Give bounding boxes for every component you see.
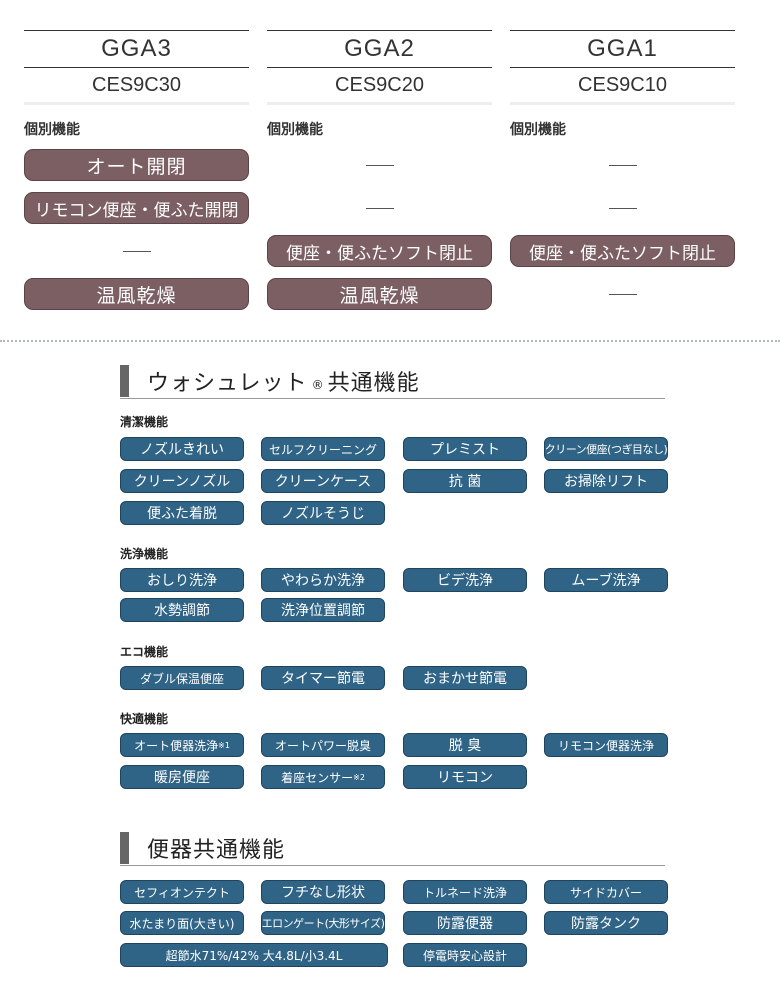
model-code: CES9C20: [267, 68, 492, 105]
toilet-section-title: 便器共通機能: [120, 831, 665, 866]
feature-chip: 防露タンク: [544, 911, 668, 935]
feature-chip: プレミスト: [403, 437, 527, 461]
feature-pill: リモコン便座・便ふた開閉: [24, 192, 249, 224]
feature-chip: クリーン便座(つぎ目なし): [544, 437, 668, 461]
not-available-dash: [608, 293, 637, 295]
feature-chip: フチなし形状: [261, 880, 385, 904]
feature-chip: おしり洗浄: [120, 568, 244, 592]
feature-chip: リモコン: [403, 765, 527, 789]
footnote-mark: ※1: [218, 740, 230, 750]
feature-chip: 超節水71%/42% 大4.8L/小3.4L: [120, 943, 388, 967]
individual-features-label: 個別機能: [267, 122, 323, 138]
feature-pill: 温風乾燥: [24, 278, 249, 310]
feature-chip: 暖房便座: [120, 765, 244, 789]
feature-chip: 水たまり面(大きい): [120, 911, 244, 935]
feature-chip: サイドカバー: [544, 880, 668, 904]
feature-chip: 洗浄位置調節: [261, 598, 385, 622]
model-series: GGA2: [267, 30, 492, 68]
category-label-comfort: 快適機能: [120, 712, 169, 726]
feature-chip: ノズルきれい: [120, 437, 244, 461]
feature-chip: 着座センサー※2: [261, 765, 385, 789]
feature-chip: タイマー節電: [261, 666, 385, 690]
not-available-dash: [608, 164, 637, 166]
feature-chip: 脱 臭: [403, 733, 527, 757]
model-series: GGA3: [24, 30, 249, 68]
feature-chip: エロンゲート(大形サイズ): [261, 911, 385, 935]
feature-chip: オートパワー脱臭: [261, 733, 385, 757]
model-column-gga1: GGA1 CES9C10 個別機能 便座・便ふたソフト閉止: [510, 30, 735, 321]
not-available-dash: [365, 207, 394, 209]
category-label-cleanliness: 清潔機能: [120, 415, 169, 429]
model-code: CES9C30: [24, 68, 249, 105]
not-available-dash: [122, 250, 151, 252]
feature-chip: オート便器洗浄※1: [120, 733, 244, 757]
feature-chip: ムーブ洗浄: [544, 568, 668, 592]
feature-chip: 防露便器: [403, 911, 527, 935]
model-column-gga3: GGA3 CES9C30 個別機能 オート開閉 リモコン便座・便ふた開閉 温風乾…: [24, 30, 249, 321]
feature-chip: リモコン便器洗浄: [544, 733, 668, 757]
feature-chip: 停電時安心設計: [403, 943, 527, 967]
feature-chip: やわらか洗浄: [261, 568, 385, 592]
title-bar: [120, 365, 129, 397]
feature-chip: セルフクリーニング: [261, 437, 385, 461]
title-bar: [120, 832, 129, 864]
not-available-dash: [365, 164, 394, 166]
feature-chip: ダブル保温便座: [120, 666, 244, 690]
not-available-dash: [608, 207, 637, 209]
footnote-mark: ※2: [353, 772, 365, 782]
feature-chip: 便ふた着脱: [120, 501, 244, 525]
feature-chip: トルネード洗浄: [403, 880, 527, 904]
feature-chip: お掃除リフト: [544, 469, 668, 493]
feature-pill: 便座・便ふたソフト閉止: [267, 235, 492, 267]
washlet-section-title: ウォシュレット ® 共通機能: [120, 364, 665, 399]
individual-features-label: 個別機能: [24, 122, 80, 138]
feature-pill: 便座・便ふたソフト閉止: [510, 235, 735, 267]
feature-pill: 温風乾燥: [267, 278, 492, 310]
model-series: GGA1: [510, 30, 735, 68]
feature-chip: 水勢調節: [120, 598, 244, 622]
feature-chip: おまかせ節電: [403, 666, 527, 690]
section-divider: [0, 340, 780, 342]
feature-chip: セフィオンテクト: [120, 880, 244, 904]
feature-pill: オート開閉: [24, 149, 249, 181]
category-label-washing: 洗浄機能: [120, 547, 169, 561]
model-code: CES9C10: [510, 68, 735, 105]
feature-chip: クリーンノズル: [120, 469, 244, 493]
feature-chip: クリーンケース: [261, 469, 385, 493]
model-column-gga2: GGA2 CES9C20 個別機能 便座・便ふたソフト閉止 温風乾燥: [267, 30, 492, 321]
category-label-eco: エコ機能: [120, 645, 169, 659]
feature-chip: ノズルそうじ: [261, 501, 385, 525]
feature-chip: ビデ洗浄: [403, 568, 527, 592]
individual-features-label: 個別機能: [510, 122, 566, 138]
feature-chip: 抗 菌: [403, 469, 527, 493]
